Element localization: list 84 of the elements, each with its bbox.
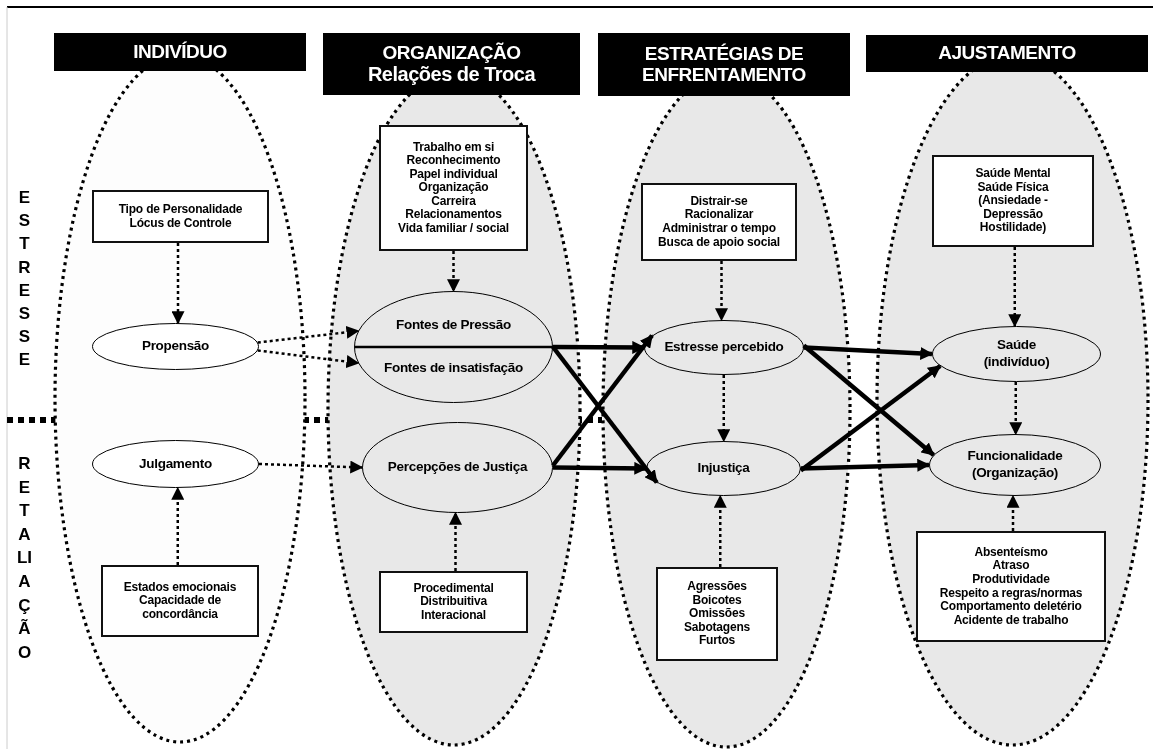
column-title: INDIVÍDUO [133,41,227,63]
arrow [1009,382,1023,436]
vertical-label: RETALIAÇÃO [16,453,33,664]
node-text: Comportamento deletério [940,600,1082,614]
ellipse-node [92,323,259,370]
node-text: Racionalizar [684,208,754,222]
node-text: Furtos [698,634,736,648]
text-box [101,565,259,637]
arrow [799,364,942,473]
node-text: Acidente de trabalho [953,613,1069,628]
text-box [92,190,269,243]
node-text: Respeito a regras/normas [939,586,1083,601]
node-text: Produtividade [972,572,1050,587]
node-text: Sabotagens [684,620,750,635]
text-box [656,567,778,661]
node-text: Distribuitiva [420,595,487,609]
node-text: Absenteísmo [974,545,1048,560]
arrow [171,243,185,325]
node-text: Relacionamentos [405,208,502,222]
node-text: (Ansiedade - Depressão Hostilidade) [977,194,1049,235]
arrow [803,345,934,360]
node-text: Agressões [687,580,747,594]
node-text: Capacidade de concordância [137,594,223,622]
node-text: Saúde Mental [975,167,1051,181]
split-ellipse-node [354,291,553,403]
ellipse-node [362,422,553,513]
node-text: Estados emocionais [123,580,237,595]
node-text: Atraso [992,559,1030,573]
arrow [1006,494,1020,531]
text-box [379,571,528,633]
node-text: Fontes de Pressão [396,317,511,334]
node-text: Fontes de insatisfação [384,360,523,377]
arrow [258,460,364,474]
node-text: Tipo de Personalidade [118,202,243,217]
text-box [379,125,528,251]
text-box [932,155,1094,247]
arrow [257,325,360,344]
node-text: Lócus de Controle [129,216,232,231]
node-text: Interacional [421,608,486,623]
column-title: AJUSTAMENTO [938,43,1076,64]
column-title: ORGANIZAÇÃO [382,42,521,64]
ellipse-node [92,440,259,488]
node-text: Saúde Física [977,180,1049,195]
node-text: Propensão [141,338,210,355]
arrow [447,251,460,293]
node-text: Papel individual [409,167,498,182]
arrow [717,375,731,443]
arrow [171,486,185,565]
ellipse-node [644,320,804,375]
ellipse-node [932,326,1101,382]
arrow [1008,247,1022,328]
arrow [551,334,654,467]
node-text: Injustiça [697,460,750,477]
arrow [802,343,936,457]
arrow [713,494,727,567]
text-box [916,531,1106,642]
arrow [800,458,931,472]
node-text: Carreira [431,194,476,209]
arrow [257,349,360,368]
vertical-label: ESTRESSE [17,187,32,372]
node-text: Boicotes [692,593,742,608]
arrow [449,511,462,571]
node-text: Funcionalidade (Organização) [966,448,1064,482]
node-text: Saúde (indivíduo) [982,337,1051,371]
text-box [641,183,797,261]
node-text: Administrar o tempo [662,222,776,236]
node-text: Percepções de Justiça [387,459,528,476]
column-subtitle: Relações de Troca [367,63,536,86]
ellipse-node [646,441,801,496]
node-text: Procedimental [413,581,494,596]
arrow [551,345,659,484]
node-text: Organização [418,181,489,195]
node-text: Estresse percebido [664,339,784,356]
node-text: Trabalho em si [412,140,495,155]
node-text: Reconhecimento [406,154,501,168]
node-text: Busca de apoio social [658,235,780,250]
node-text: Distrair-se [690,194,748,209]
arrow [552,461,648,475]
column-title: ESTRATÉGIAS DE ENFRENTAMENTO [641,43,807,86]
node-text: Omissões [689,607,745,621]
node-text: Julgamento [139,455,212,473]
ellipse-node [929,434,1101,496]
arrow [715,261,728,322]
node-text: Vida familiar / social [398,221,509,236]
